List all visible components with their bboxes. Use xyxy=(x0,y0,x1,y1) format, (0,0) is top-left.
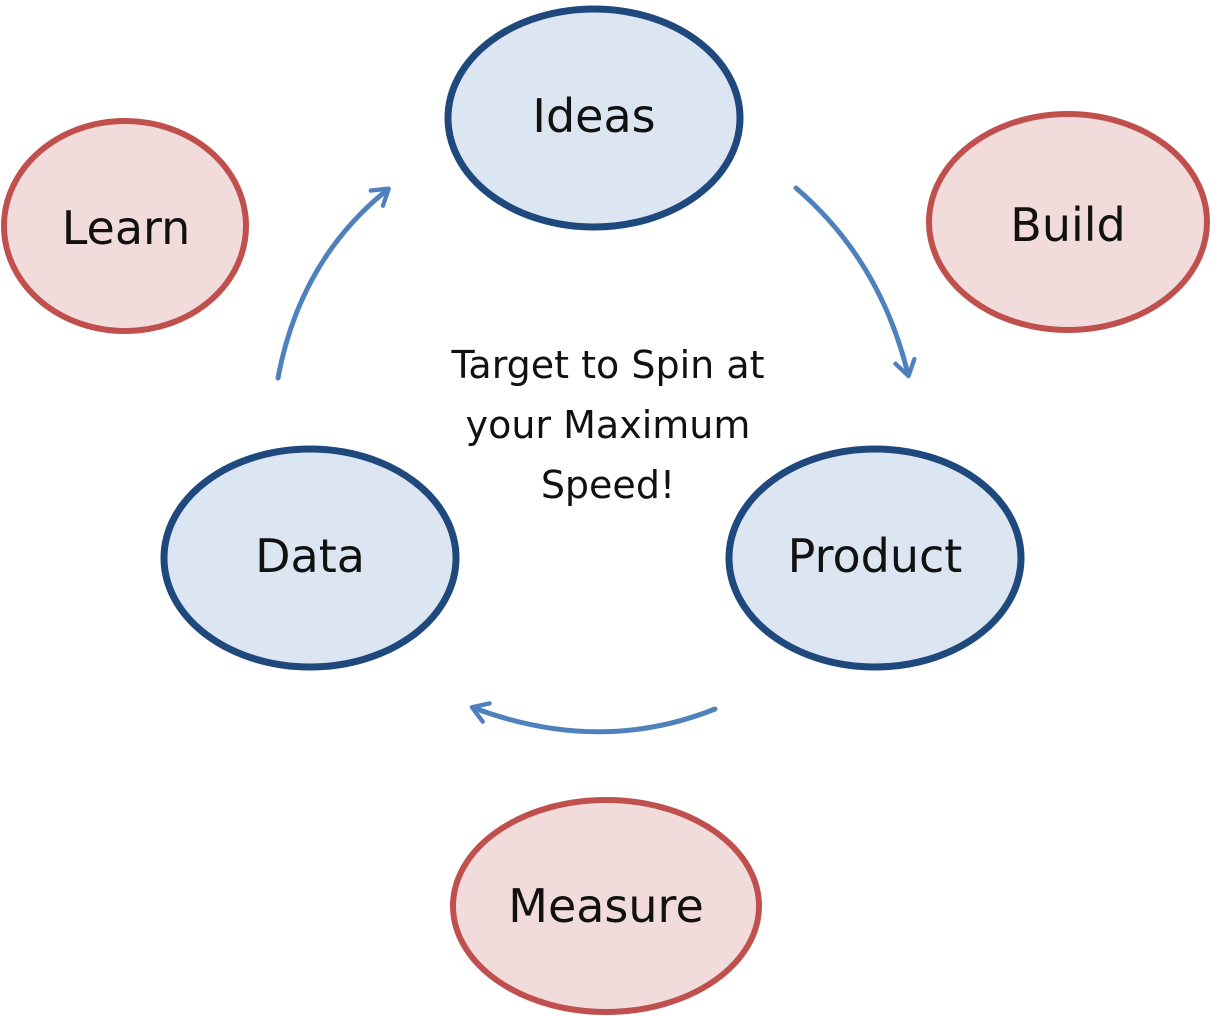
center-caption-line-3: Speed! xyxy=(540,463,676,507)
arrow-product-to-data xyxy=(469,701,718,735)
ideas-node xyxy=(444,5,744,231)
arrow-data-to-ideas xyxy=(275,186,391,381)
build-node xyxy=(926,111,1210,333)
measure-node xyxy=(450,797,762,1015)
product-node xyxy=(725,445,1025,671)
center-caption-line-2: your Maximum xyxy=(465,403,751,447)
arrow-ideas-to-product xyxy=(793,185,917,379)
learn-node xyxy=(1,118,249,334)
center-caption-line-1: Target to Spin at xyxy=(451,343,765,387)
center-caption: Target to Spin at your Maximum Speed! xyxy=(398,335,818,515)
data-node xyxy=(160,445,460,671)
